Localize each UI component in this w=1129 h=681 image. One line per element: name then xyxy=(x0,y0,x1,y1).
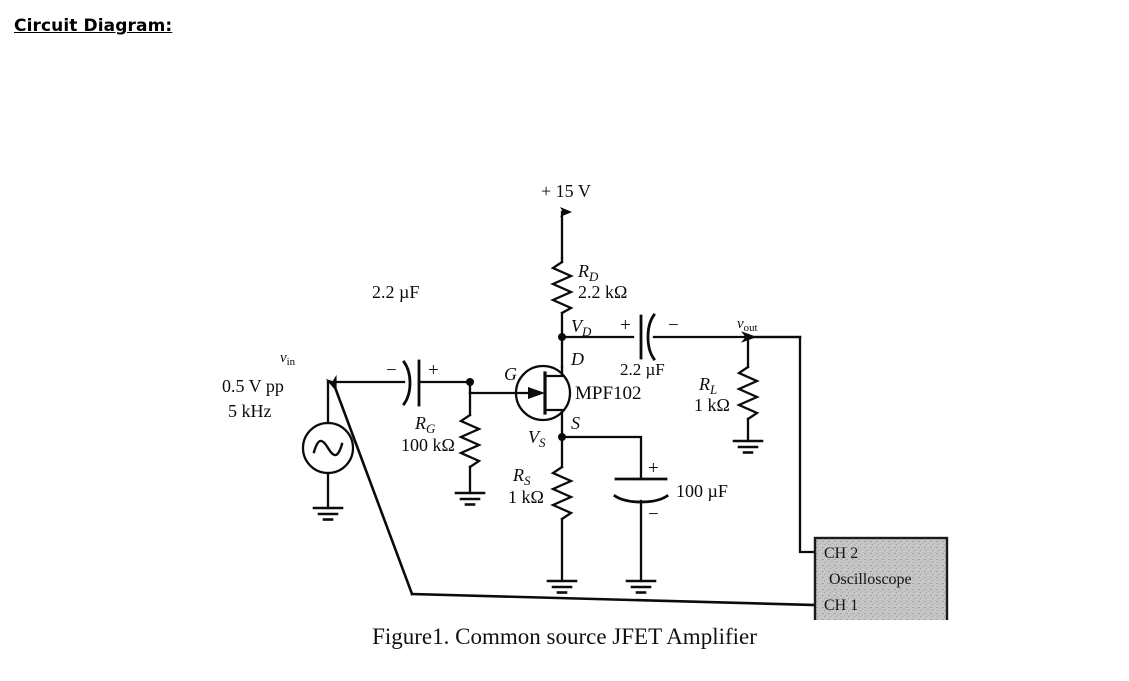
label-cbypass-value: 100 µF xyxy=(676,481,728,501)
svg-text:RL: RL xyxy=(698,374,717,397)
svg-text:RS: RS xyxy=(512,465,531,488)
wire-vs-cbypass xyxy=(560,435,643,481)
wire-ch2-probe xyxy=(741,331,817,554)
supply-voltage-label: + 15 V xyxy=(541,181,591,201)
label-gate: G xyxy=(504,364,517,384)
label-cin-minus: − xyxy=(386,360,397,381)
label-rs: RS 1 kΩ xyxy=(508,465,544,507)
oscilloscope[interactable]: CH 2 Oscilloscope CH 1 xyxy=(813,536,949,620)
svg-text:100 kΩ: 100 kΩ xyxy=(401,435,455,455)
label-vout: vout xyxy=(737,316,757,334)
page-title: Circuit Diagram: xyxy=(14,16,173,36)
svg-text:RD: RD xyxy=(577,261,599,284)
label-vin: vin xyxy=(280,350,296,368)
oscilloscope-body[interactable] xyxy=(813,536,949,620)
svg-text:1 kΩ: 1 kΩ xyxy=(508,487,544,507)
resistor-rd xyxy=(550,256,574,339)
svg-text:RG: RG xyxy=(414,413,436,436)
capacitor-input xyxy=(326,359,472,407)
label-part-number: MPF102 xyxy=(575,383,642,404)
ground-rs xyxy=(546,579,578,594)
label-cout-plus: + xyxy=(620,315,631,336)
label-source-frequency: 5 kHz xyxy=(228,401,272,421)
capacitor-bypass xyxy=(613,477,669,583)
oscilloscope-name-label: Oscilloscope xyxy=(829,571,912,588)
label-cbypass-minus: − xyxy=(648,504,659,525)
circuit-figure: CH 2 Oscilloscope CH 1 + 15 V RD 2.2 kΩ … xyxy=(0,60,1129,620)
label-vd: VD xyxy=(571,316,592,339)
label-source: S xyxy=(571,413,580,433)
circuit-schematic: CH 2 Oscilloscope CH 1 + 15 V RD 2.2 kΩ … xyxy=(222,181,949,620)
capacitor-output xyxy=(639,313,750,361)
label-rl: RL 1 kΩ xyxy=(694,374,730,415)
transistor-jfet xyxy=(468,364,572,439)
resistor-rg xyxy=(458,413,482,495)
label-drain: D xyxy=(570,349,584,369)
oscilloscope-ch1-label: CH 1 xyxy=(824,597,858,614)
label-cin-plus: + xyxy=(428,360,439,381)
ground-bypass xyxy=(625,579,657,594)
resistor-rs xyxy=(550,465,574,583)
label-cin-value: 2.2 µF xyxy=(372,282,419,302)
svg-text:1 kΩ: 1 kΩ xyxy=(694,395,730,415)
label-cbypass-plus: + xyxy=(648,458,659,479)
resistor-rl xyxy=(736,365,760,443)
label-cout-value: 2.2 µF xyxy=(620,360,665,379)
label-vs: VS xyxy=(528,427,546,450)
label-source-amplitude: 0.5 V pp xyxy=(222,376,284,396)
label-rg: RG 100 kΩ xyxy=(401,413,455,455)
ground-rg xyxy=(454,491,486,506)
ground-source xyxy=(312,506,344,521)
label-rd-value: 2.2 kΩ xyxy=(578,282,627,302)
figure-caption: Figure1. Common source JFET Amplifier xyxy=(372,624,757,649)
label-rd-sub: D xyxy=(588,269,599,284)
label-cout-minus: − xyxy=(668,315,679,336)
label-rd-name: R xyxy=(577,261,589,281)
oscilloscope-ch2-label: CH 2 xyxy=(824,545,858,562)
ground-rl xyxy=(732,439,764,454)
wire-ch1-probe xyxy=(325,374,817,607)
ac-source xyxy=(301,380,355,510)
label-rd: RD 2.2 kΩ xyxy=(577,261,627,302)
